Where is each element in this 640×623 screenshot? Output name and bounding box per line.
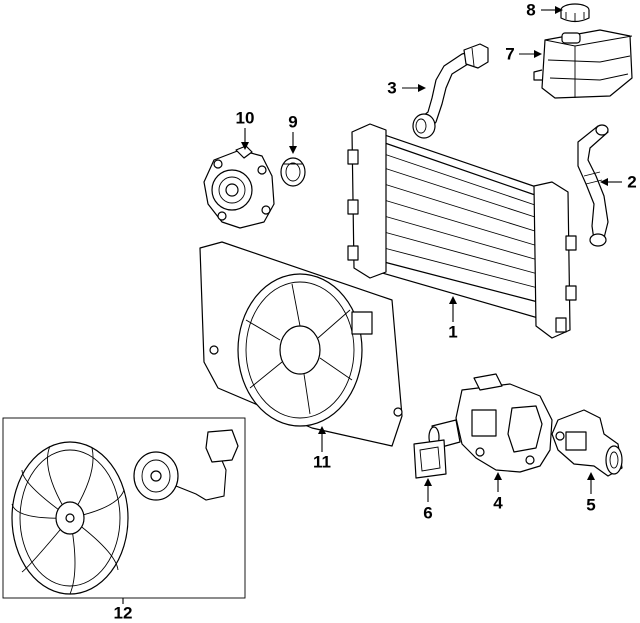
callout-2: 2 [627, 172, 637, 192]
part-water-pump [203, 145, 275, 229]
part-pump-seal [280, 157, 306, 187]
part-water-outlet [551, 409, 623, 477]
callout-9: 9 [288, 112, 298, 132]
part-fan-shroud [199, 241, 403, 447]
part-radiator [347, 123, 577, 339]
callout-6: 6 [423, 503, 433, 523]
part-thermostat-housing [428, 373, 553, 473]
leader-lines [122, 6, 622, 604]
callout-10: 10 [235, 108, 255, 128]
part-gasket [413, 439, 447, 479]
callout-7: 7 [505, 44, 515, 64]
callout-8: 8 [526, 0, 536, 20]
callout-12: 12 [113, 603, 133, 623]
callout-4: 4 [493, 493, 503, 513]
callout-1: 1 [448, 322, 458, 342]
part-reservoir-cap [560, 3, 590, 23]
part-lower-hose [577, 124, 609, 247]
callout-3: 3 [387, 78, 397, 98]
part-fan-motor [133, 429, 239, 501]
callout-5: 5 [586, 495, 596, 515]
callout-11: 11 [313, 452, 331, 472]
part-fan-blade [11, 441, 129, 595]
part-coolant-reservoir [533, 29, 633, 99]
fan-assembly-box [2, 417, 246, 599]
part-upper-hose [412, 43, 489, 139]
